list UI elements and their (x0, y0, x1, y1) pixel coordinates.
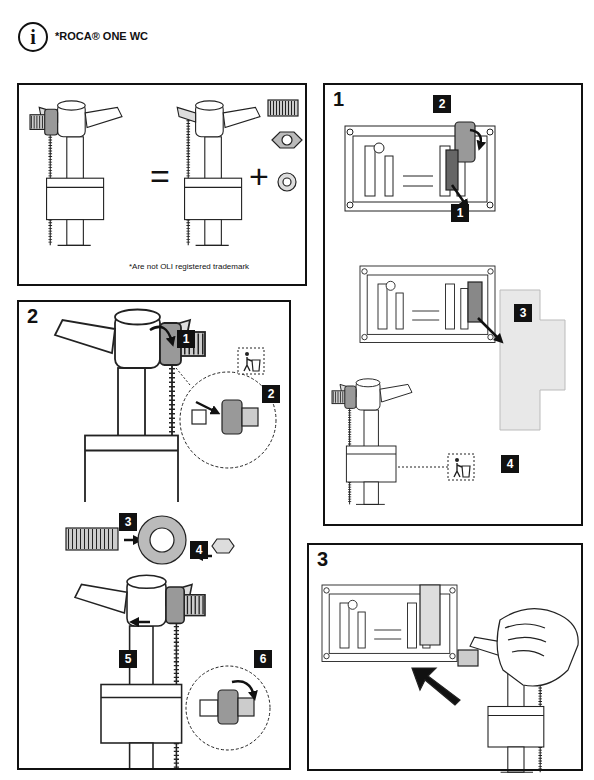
callout-text: 2 (268, 387, 275, 401)
callout-text: 4 (196, 543, 203, 557)
callout-text: 6 (260, 652, 267, 666)
callout-number: 4 (190, 541, 208, 559)
equals-sign: = (150, 157, 170, 196)
panel-number: 2 (27, 305, 38, 328)
callout-number: 2 (262, 385, 280, 403)
callout-text: 1 (183, 332, 190, 346)
callout-number: 1 (451, 204, 469, 222)
step-panel: 1 2 1 3 4 (323, 83, 583, 526)
callout-number: 4 (501, 455, 519, 473)
info-icon-letter: i (19, 24, 47, 50)
callout-number: 3 (119, 513, 137, 531)
callout-text: 5 (125, 652, 132, 666)
panel-number: 1 (333, 88, 344, 111)
callout-text: 1 (457, 206, 464, 220)
callout-number: 2 (433, 95, 451, 113)
panel-number: 3 (317, 548, 328, 571)
parts-box: = + *Are not OLI registered trademark (17, 83, 307, 286)
callout-number: 6 (254, 650, 272, 668)
step-panel: 2 1 2 3 4 5 6 (17, 300, 291, 770)
callout-text: 3 (125, 515, 132, 529)
callout-text: 2 (439, 97, 446, 111)
callout-text: 3 (520, 306, 527, 320)
step-panel: 3 (307, 543, 583, 771)
callout-text: 4 (507, 457, 514, 471)
title: *ROCA® ONE WC (55, 30, 148, 42)
footnote: *Are not OLI registered trademark (129, 262, 249, 271)
callout-number: 3 (514, 304, 532, 322)
callout-number: 1 (177, 330, 195, 348)
callout-number: 5 (119, 650, 137, 668)
plus-sign: + (249, 157, 269, 196)
